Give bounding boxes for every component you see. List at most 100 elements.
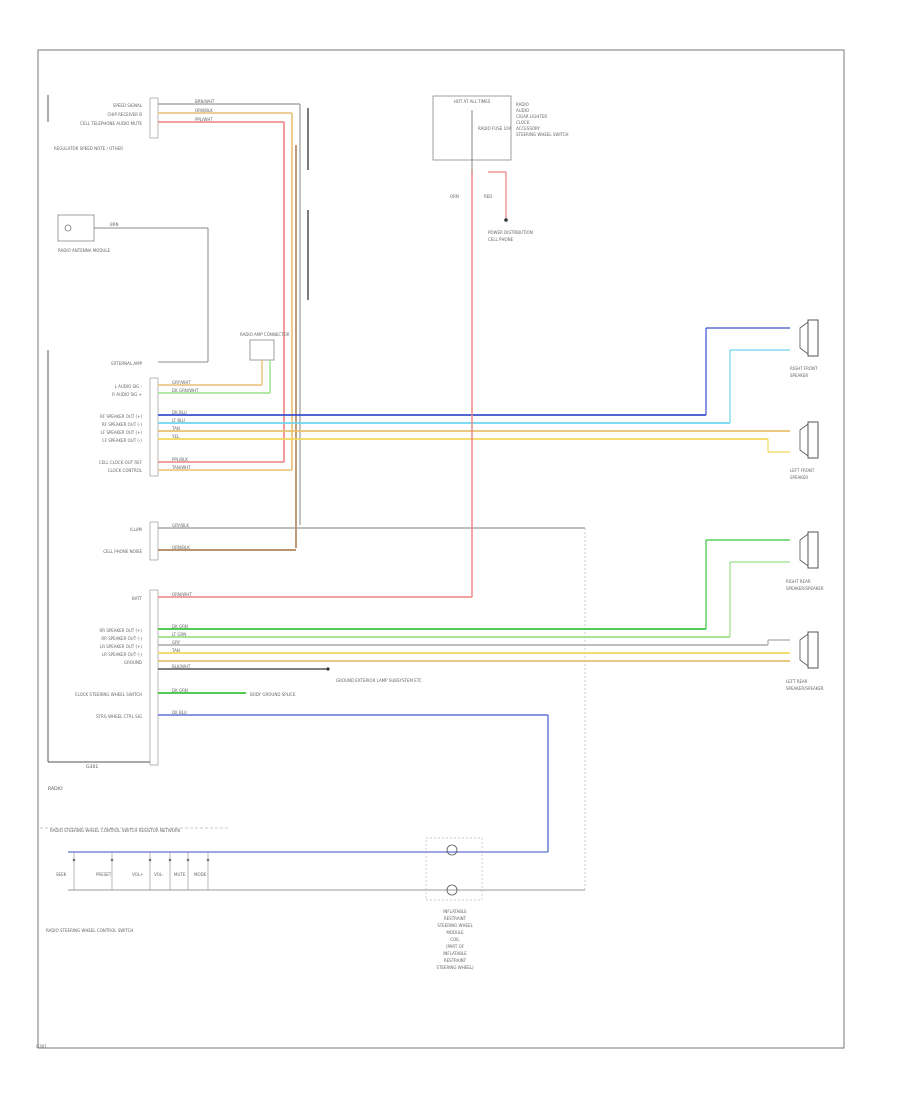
fuse-block-title: HOT AT ALL TIMES — [454, 99, 491, 104]
rr-speaker-label-1: RIGHT REAR — [786, 579, 811, 584]
swc-btn-preset: PRESET — [96, 872, 112, 877]
pin-rf-plus: RF SPEAKER OUT (+) — [100, 414, 142, 419]
wire-label-cell-noise: ORN/BLK — [172, 545, 190, 550]
top-wires: BRN/WHT ORN/BLK PPL/WHT — [158, 99, 309, 548]
fuse-note-5: ACCESSORY — [516, 126, 541, 131]
pin-chip-receiver: CHIP RECEIVER B — [107, 112, 142, 117]
wire-label-lf-minus: YEL — [171, 434, 180, 439]
lower-wires: ORN/WHT DK GRN LT GRN GRY TAN BLK/WHT DK… — [158, 170, 790, 852]
wire-label-raudio: DK GRN/WHT — [172, 388, 199, 393]
radio-label: RADIO — [48, 786, 63, 792]
pin-l-audio: L AUDIO SIG - — [115, 384, 143, 389]
pin-ground: GROUND — [124, 660, 142, 665]
coil-label-4: MODULE — [446, 930, 464, 935]
wire-label-rf-minus: LT BLU — [172, 418, 185, 423]
wire-label-cell-clock: PPL/BLK — [172, 457, 188, 462]
coil-label-1: INFLATABLE — [443, 909, 467, 914]
coil-label-8: RESTRAINT — [444, 958, 467, 963]
radio-mid-pins: L AUDIO SIG - R AUDIO SIG + RF SPEAKER O… — [99, 384, 143, 473]
coil-label-9: STEERING WHEEL) — [436, 965, 474, 970]
pin-rr-minus: RR SPEAKER OUT (-) — [101, 636, 142, 641]
rf-speaker-label-2: SPEAKER — [790, 373, 808, 378]
pin-batt: BATT — [132, 596, 143, 601]
steering-top-text: RADIO STEERING WHEEL CONTROL SWITCH RESI… — [50, 828, 181, 833]
wire-label-fuse-b: RED — [484, 194, 492, 199]
lr-speaker-label-1: LEFT REAR — [786, 679, 808, 684]
steering-wheel-switch: RADIO STEERING WHEEL CONTROL SWITCH RESI… — [36, 827, 585, 1049]
coil-label-2: RESTRAINT — [444, 916, 467, 921]
lf-speaker-label-2: SPEAKER — [790, 475, 808, 480]
pin-lr-plus: LR SPEAKER OUT (+) — [100, 644, 142, 649]
radio-power-pins: ILLUM CELL PHONE NOISE GRY/BLK ORN/BLK — [103, 523, 586, 892]
pin-rr-plus: RR SPEAKER OUT (+) — [99, 628, 142, 633]
wire-label-chip: ORN/BLK — [195, 108, 213, 113]
antenna-label: RADIO ANTENNA MODULE — [58, 248, 111, 253]
radio-lower-pins: BATT RR SPEAKER OUT (+) RR SPEAKER OUT (… — [75, 596, 143, 719]
steering-switch-label: RADIO STEERING WHEEL CONTROL SWITCH — [46, 928, 133, 933]
lr-speaker-label-2: SPEAKER/SPEAKER — [786, 686, 824, 691]
fuse-note-4: CLOCK — [516, 120, 530, 125]
pin-cell-clock: CELL CLOCK OUT REF — [99, 460, 143, 465]
pin-r-audio: R AUDIO SIG + — [112, 392, 142, 397]
rr-speaker-label-2: SPEAKER/SPEAKER — [786, 586, 824, 591]
rf-speaker-label-1: RIGHT FRONT — [790, 366, 818, 371]
coil-label-7: INFLATABLE — [443, 951, 467, 956]
right-front-speaker: RIGHT FRONT SPEAKER — [790, 319, 819, 378]
swc-btn-mode: MODE — [194, 872, 207, 877]
right-rear-speaker: RIGHT REAR SPEAKER/SPEAKER — [786, 531, 824, 591]
wire-label-swc-clock: DK GRN — [172, 688, 188, 693]
pin-rf-minus: RF SPEAKER OUT (-) — [102, 422, 143, 427]
wire-label-swc-sig: DK BLU — [172, 710, 187, 715]
amp-connector-label: RADIO AMP CONNECTOR — [240, 332, 290, 337]
wire-label-rr-plus: DK GRN — [172, 624, 188, 629]
swc-btn-mute: MUTE — [174, 872, 186, 877]
radio-top-pins: SPEED SIGNAL CHIP RECEIVER B CELL TELEPH… — [54, 103, 143, 151]
wire-label-batt: ORN/WHT — [172, 592, 192, 597]
wire-label-cell-mute: PPL/WHT — [195, 117, 213, 122]
coil-label-3: STEERING WHEEL — [437, 923, 473, 928]
fuse-note-1: RADIO — [516, 102, 529, 107]
radio-ground-label: G301 — [86, 764, 98, 770]
wire-label-speed: BRN/WHT — [195, 99, 215, 104]
radio-module: RADIO G301 — [47, 95, 159, 792]
coil-label-6: (PART OF — [446, 944, 465, 949]
pin-cell-noise: CELL PHONE NOISE — [103, 549, 142, 554]
radio-antenna-module: RADIO ANTENNA MODULE BRN EXTERNAL AMP — [57, 214, 209, 366]
pin-clock-control: CLOCK CONTROL — [108, 468, 143, 473]
pin-ext-amp: EXTERNAL AMP — [111, 361, 142, 366]
wire-label-lr-plus: GRY — [172, 640, 181, 645]
coil-label-5: COIL — [450, 937, 460, 942]
swc-btn-voldown: VOL- — [154, 872, 164, 877]
amp-connector: RADIO AMP CONNECTOR — [240, 332, 290, 361]
wire-label-illum: GRY/BLK — [172, 523, 189, 528]
pin-swc-sig: STRG WHEEL CTRL SIG — [96, 714, 142, 719]
pin-illum: ILLUM — [130, 527, 142, 532]
steering-bottom-left: G301 — [36, 1044, 47, 1049]
wire-label-fuse-a: ORN — [450, 194, 459, 199]
note-block-label: GROUND EXTERIOR LAMP SUBSYSTEM ETC — [336, 678, 422, 683]
fuse-block: HOT AT ALL TIMES RADIO FUSE 10A RADIO AU… — [432, 95, 569, 242]
fuse-note-3: CIGAR LIGHTER — [516, 114, 547, 119]
wire-label-ext-amp: BRN — [110, 222, 119, 227]
pin-lf-minus: LF SPEAKER OUT (-) — [102, 438, 142, 443]
connector-note: REGULATOR SPEED NOTE / OTHER — [54, 146, 123, 151]
fuse-note-6: STEERING WHEEL SWITCH — [516, 132, 569, 137]
mid-wires: GRY/WHT DK GRN/WHT DK BLU LT BLU TAN YEL… — [158, 327, 790, 471]
power-dist-sub: CELL PHONE — [488, 237, 514, 242]
wire-label-clock-ctrl: TAN/WHT — [171, 465, 191, 470]
pin-speed-signal: SPEED SIGNAL — [113, 103, 143, 108]
wire-label-lf-plus: TAN — [171, 426, 180, 431]
body-ground-label: BODY GROUND SPLICE — [250, 692, 296, 697]
pin-lf-plus: LF SPEAKER OUT (+) — [101, 430, 143, 435]
left-front-speaker: LEFT FRONT SPEAKER — [790, 421, 819, 480]
pin-cell-mute: CELL TELEPHONE AUDIO MUTE — [80, 121, 142, 126]
fuse-note-2: AUDIO — [516, 108, 529, 113]
diagram-frame — [37, 49, 845, 1049]
pin-lr-minus: LR SPEAKER OUT (-) — [102, 652, 142, 657]
swc-btn-seek: SEEK — [56, 872, 67, 877]
lf-speaker-label-1: LEFT FRONT — [790, 468, 815, 473]
pin-swc-clock: CLOCK STEERING WHEEL SWITCH — [75, 692, 142, 697]
wire-label-ground: BLK/WHT — [172, 664, 191, 669]
wire-label-rr-minus: LT GRN — [172, 632, 186, 637]
